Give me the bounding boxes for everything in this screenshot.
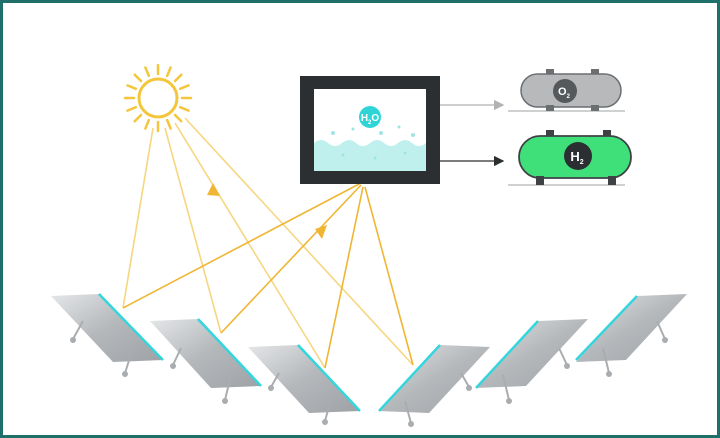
sun-ray: [178, 84, 190, 91]
sun-ray: [165, 66, 172, 78]
sun-ray: [133, 113, 143, 123]
svg-text:H2O: H2O: [361, 113, 380, 126]
solar-panel-icon: [248, 344, 361, 425]
sun-ray: [178, 105, 190, 112]
sun-ray: [133, 73, 143, 83]
sun-ray: [144, 66, 151, 78]
sun-ray: [173, 113, 183, 123]
svg-text:H2: H2: [570, 149, 583, 166]
electrolysis-reactor: [300, 76, 440, 184]
ray-arrows: [207, 183, 327, 239]
sun-rays: [122, 117, 414, 369]
diagram-canvas: H2O O2 H2: [51, 63, 687, 427]
solar-panel-icon: [475, 319, 588, 404]
solar-panel-row: [51, 293, 687, 427]
sun-icon: [123, 63, 193, 133]
solar-panel-icon: [150, 318, 262, 404]
water-molecule-icon: H2O: [359, 106, 381, 128]
sun-ray: [144, 118, 151, 130]
solar-panel-icon: [51, 293, 164, 377]
reflected-rays: [122, 182, 414, 369]
hydrogen-tank-icon: H2: [508, 130, 632, 186]
solar-panel-icon: [575, 294, 687, 377]
sun-ray: [126, 105, 138, 112]
svg-text:O2: O2: [558, 86, 571, 100]
solar-panel-icon: [378, 344, 490, 427]
sun-ray: [165, 118, 172, 130]
sun-ray: [173, 73, 183, 83]
oxygen-tank-icon: O2: [508, 69, 625, 112]
sun-ray: [126, 84, 138, 91]
